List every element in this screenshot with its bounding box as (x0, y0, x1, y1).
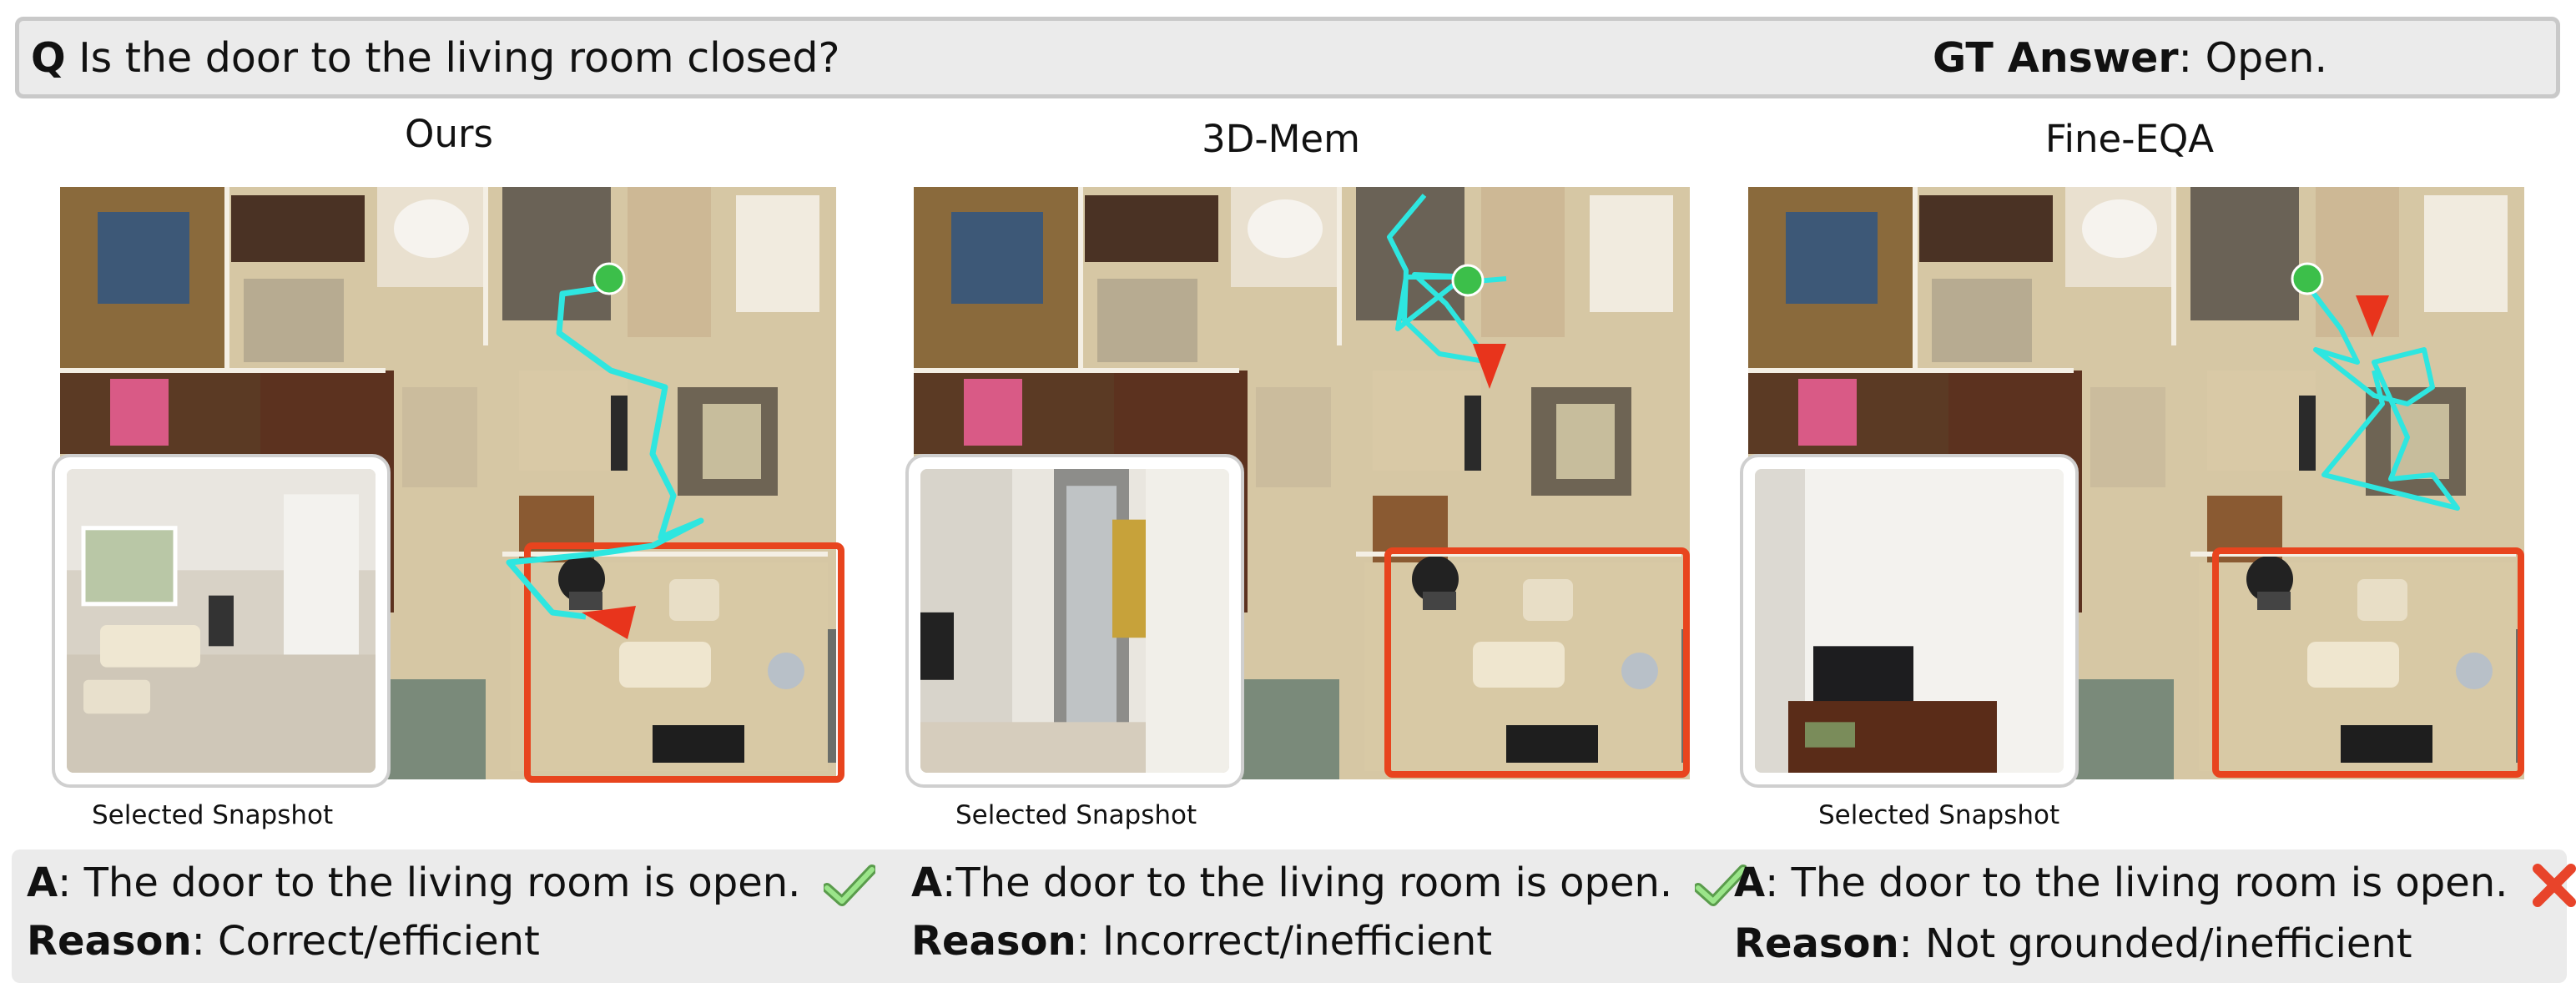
question-bar: Q Is the door to the living room closed?… (15, 17, 2560, 98)
snapshot-image (920, 469, 1229, 773)
living-room-highlight (2212, 547, 2524, 778)
exploration-path (1387, 194, 1507, 365)
answer-3dmem: A:The door to the living room is open. R… (911, 859, 1747, 965)
goal-marker (582, 606, 636, 639)
answer-bar (12, 849, 2567, 983)
panel-fineeqa: Selected Snapshot (1740, 179, 2541, 830)
exploration-path (506, 284, 704, 620)
selected-snapshot (905, 454, 1244, 788)
panel-title-3dmem: 3D-Mem (1202, 117, 1360, 161)
living-room-highlight (524, 542, 844, 783)
selected-snapshot (52, 454, 391, 788)
answer-fineeqa: A: The door to the living room is open. … (1734, 859, 2576, 967)
panel-title-ours: Ours (405, 112, 493, 156)
goal-marker (2356, 295, 2389, 337)
panel-ours: Selected Snapshot (52, 179, 853, 830)
cross-icon (2532, 864, 2576, 907)
answer-ours: A: The door to the living room is open. … (27, 859, 875, 965)
exploration-path (2303, 281, 2460, 511)
floorplan-3dmem (905, 179, 1706, 796)
snapshot-label: Selected Snapshot (1818, 800, 2060, 830)
check-icon (1695, 865, 1747, 906)
goal-marker (1473, 344, 1506, 389)
floorplan-ours (52, 179, 853, 796)
check-icon (823, 865, 875, 906)
start-marker (1451, 264, 1485, 297)
panel-3dmem: Selected Snapshot (905, 179, 1706, 830)
panel-title-fineeqa: Fine-EQA (2044, 117, 2215, 161)
snapshot-label: Selected Snapshot (955, 800, 1197, 830)
living-room-highlight (1384, 547, 1690, 778)
start-marker (2291, 262, 2324, 295)
start-marker (592, 262, 626, 295)
snapshot-label: Selected Snapshot (92, 800, 334, 830)
floorplan-fineeqa (1740, 179, 2541, 796)
selected-snapshot (1740, 454, 2079, 788)
snapshot-image (1755, 469, 2064, 773)
snapshot-image (67, 469, 376, 773)
question: Q Is the door to the living room closed? (31, 34, 840, 82)
gt-answer: GT Answer: Open. (1933, 34, 2328, 82)
